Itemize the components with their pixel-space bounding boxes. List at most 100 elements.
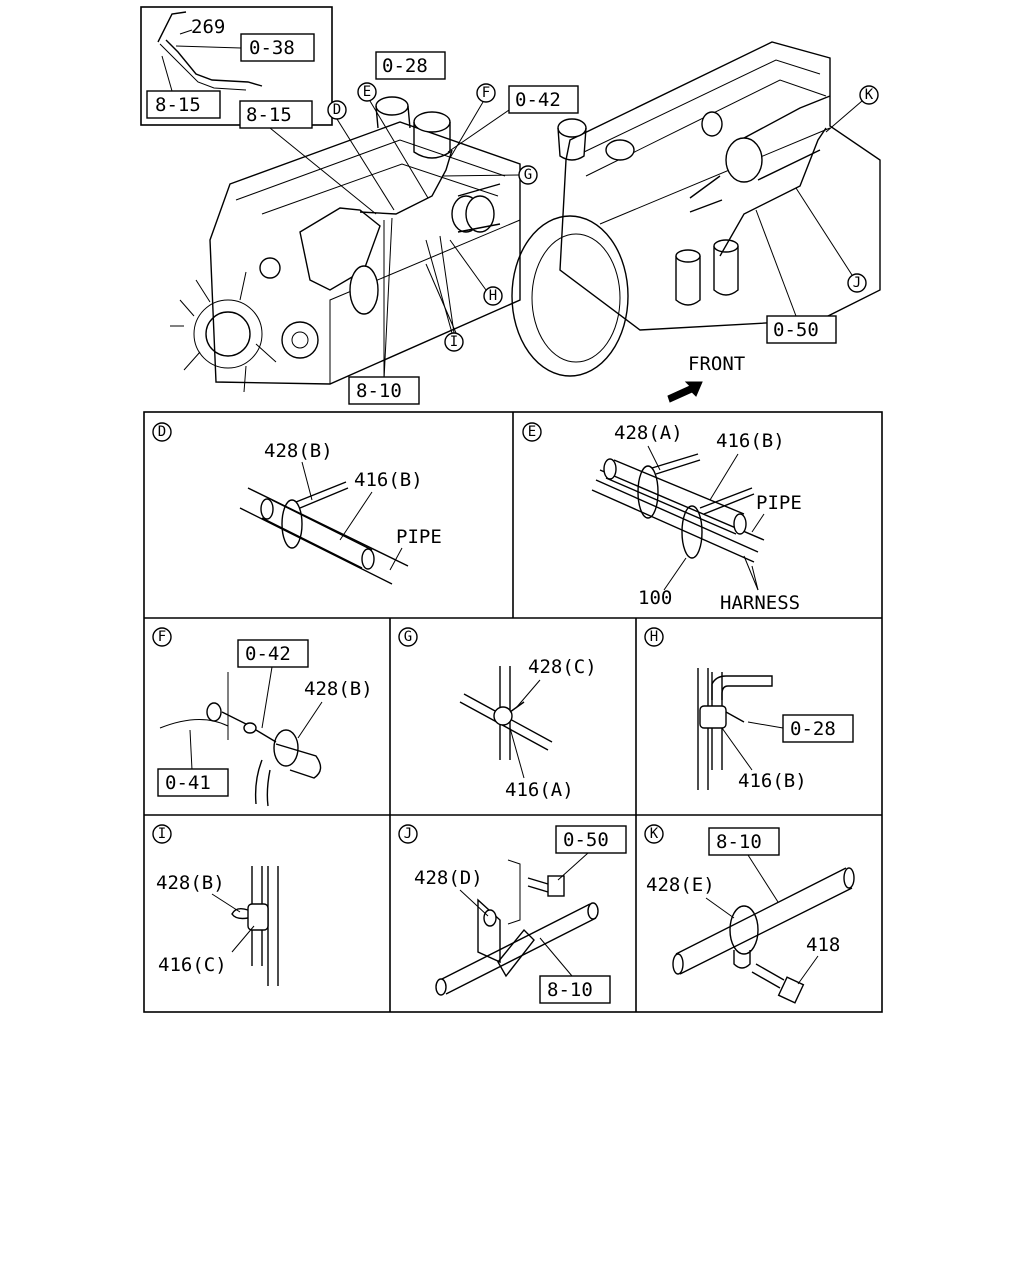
detail-H-bent-pipe bbox=[711, 675, 773, 700]
ref-8-10 bbox=[348, 376, 420, 405]
detail-J-callout bbox=[398, 824, 418, 844]
svg-text:428(C): 428(C) bbox=[528, 656, 597, 678]
detail-D: D 428(B) 416(B) PIPE bbox=[152, 422, 442, 585]
detail-K-bolt-shank bbox=[751, 963, 785, 989]
inset-frame bbox=[140, 6, 333, 126]
svg-text:428(B): 428(B) bbox=[264, 440, 333, 462]
svg-text:428(E): 428(E) bbox=[646, 874, 715, 896]
svg-text:416(A): 416(A) bbox=[505, 779, 574, 801]
detail-F-clip bbox=[273, 729, 299, 767]
svg-text:E: E bbox=[363, 84, 371, 100]
detail-K: K 8-10 428(E) 418 bbox=[644, 824, 855, 1004]
inset-ref-8-15 bbox=[146, 90, 221, 119]
svg-text:428(A): 428(A) bbox=[614, 422, 683, 444]
detail-D-callout bbox=[152, 422, 172, 442]
detail-D-clip bbox=[281, 499, 303, 549]
inset-part-269: 269 bbox=[191, 16, 225, 38]
svg-text:I: I bbox=[450, 334, 458, 350]
detail-I-callout bbox=[152, 824, 172, 844]
svg-text:0-28: 0-28 bbox=[790, 718, 836, 740]
svg-text:F: F bbox=[158, 629, 166, 645]
harness-route-right bbox=[719, 127, 827, 257]
detail-H: H 0-28 416(B) bbox=[644, 627, 854, 792]
callout-E bbox=[357, 82, 377, 102]
detail-F-pipe bbox=[255, 729, 277, 743]
pulley bbox=[281, 321, 319, 359]
detail-D-hose bbox=[261, 499, 373, 569]
detail-K-clip bbox=[729, 905, 759, 955]
fan-hub bbox=[205, 311, 251, 357]
detail-G: G 428(C) 416(A) bbox=[398, 627, 597, 801]
detail-J-clip bbox=[497, 928, 535, 978]
svg-text:HARNESS: HARNESS bbox=[720, 592, 800, 614]
detail-K-callout bbox=[644, 824, 664, 844]
svg-text:100: 100 bbox=[638, 587, 672, 609]
oil-cap bbox=[413, 111, 451, 133]
detail-G-clip bbox=[493, 706, 513, 726]
ref-8-10-label: 8-10 bbox=[356, 380, 402, 402]
svg-text:428(B): 428(B) bbox=[156, 872, 225, 894]
engine-right-block bbox=[559, 41, 881, 331]
detail-E-clip-a bbox=[637, 465, 659, 519]
detail-J: J 0-50 428(D) 8-10 bbox=[398, 824, 627, 1004]
detail-grid bbox=[143, 411, 883, 1013]
svg-text:PIPE: PIPE bbox=[396, 526, 442, 548]
svg-text:428(B): 428(B) bbox=[304, 678, 373, 700]
detail-I-clip bbox=[247, 903, 269, 931]
callout-H bbox=[483, 286, 503, 306]
svg-text:PIPE: PIPE bbox=[756, 492, 802, 514]
detail-J-bolt-shank bbox=[527, 877, 549, 893]
engine-illustration bbox=[170, 41, 881, 393]
main-callouts: D E F G H I J K bbox=[327, 82, 879, 352]
callout-J bbox=[847, 273, 867, 293]
svg-text:E: E bbox=[528, 424, 536, 440]
svg-text:8-10: 8-10 bbox=[547, 979, 593, 1001]
inset-ref-0-38-label: 0-38 bbox=[249, 37, 295, 59]
detail-E-band bbox=[681, 505, 703, 559]
ref-0-50-label: 0-50 bbox=[773, 319, 819, 341]
svg-text:J: J bbox=[404, 826, 412, 842]
hose-left bbox=[299, 207, 381, 291]
svg-text:F: F bbox=[482, 85, 490, 101]
detail-H-callout bbox=[644, 627, 664, 647]
svg-text:H: H bbox=[489, 288, 497, 304]
svg-text:J: J bbox=[853, 275, 861, 291]
front-arrow-icon bbox=[667, 381, 703, 403]
fuel-filter-1 bbox=[675, 256, 701, 306]
svg-text:416(C): 416(C) bbox=[158, 954, 227, 976]
svg-text:428(D): 428(D) bbox=[414, 867, 483, 889]
detail-F-callout bbox=[152, 627, 172, 647]
inset-harness bbox=[159, 43, 247, 91]
inset-panel: 269 0-38 8-15 bbox=[140, 6, 333, 126]
detail-E-callout bbox=[522, 422, 542, 442]
svg-text:I: I bbox=[158, 826, 166, 842]
ref-0-42 bbox=[508, 85, 579, 114]
svg-text:G: G bbox=[524, 167, 532, 183]
front-label: FRONT bbox=[688, 353, 745, 375]
svg-text:K: K bbox=[650, 826, 659, 842]
svg-text:416(B): 416(B) bbox=[716, 430, 785, 452]
svg-text:K: K bbox=[865, 87, 874, 103]
detail-K-bolt-head bbox=[777, 976, 805, 1004]
flywheel-housing bbox=[511, 215, 629, 377]
svg-text:0-41: 0-41 bbox=[165, 772, 211, 794]
svg-text:D: D bbox=[158, 424, 166, 440]
callout-K bbox=[859, 85, 879, 105]
harness-route bbox=[359, 149, 453, 215]
svg-text:0-42: 0-42 bbox=[245, 643, 291, 665]
detail-H-pipes bbox=[697, 668, 723, 790]
svg-text:416(B): 416(B) bbox=[738, 770, 807, 792]
front-indicator: FRONT bbox=[667, 353, 745, 403]
fuel-filter-2 bbox=[713, 246, 739, 296]
svg-text:D: D bbox=[333, 102, 341, 118]
svg-text:418: 418 bbox=[806, 934, 840, 956]
callout-F bbox=[476, 83, 496, 103]
ref-0-28 bbox=[375, 51, 446, 80]
turbo bbox=[725, 137, 763, 183]
detail-E: E 428(A) 416(B) PIPE 100 HARNESS bbox=[522, 422, 802, 614]
detail-K-pipe bbox=[675, 867, 853, 975]
svg-text:416(B): 416(B) bbox=[354, 469, 423, 491]
detail-E-hose bbox=[605, 459, 745, 535]
svg-text:G: G bbox=[404, 629, 412, 645]
svg-text:8-10: 8-10 bbox=[716, 831, 762, 853]
